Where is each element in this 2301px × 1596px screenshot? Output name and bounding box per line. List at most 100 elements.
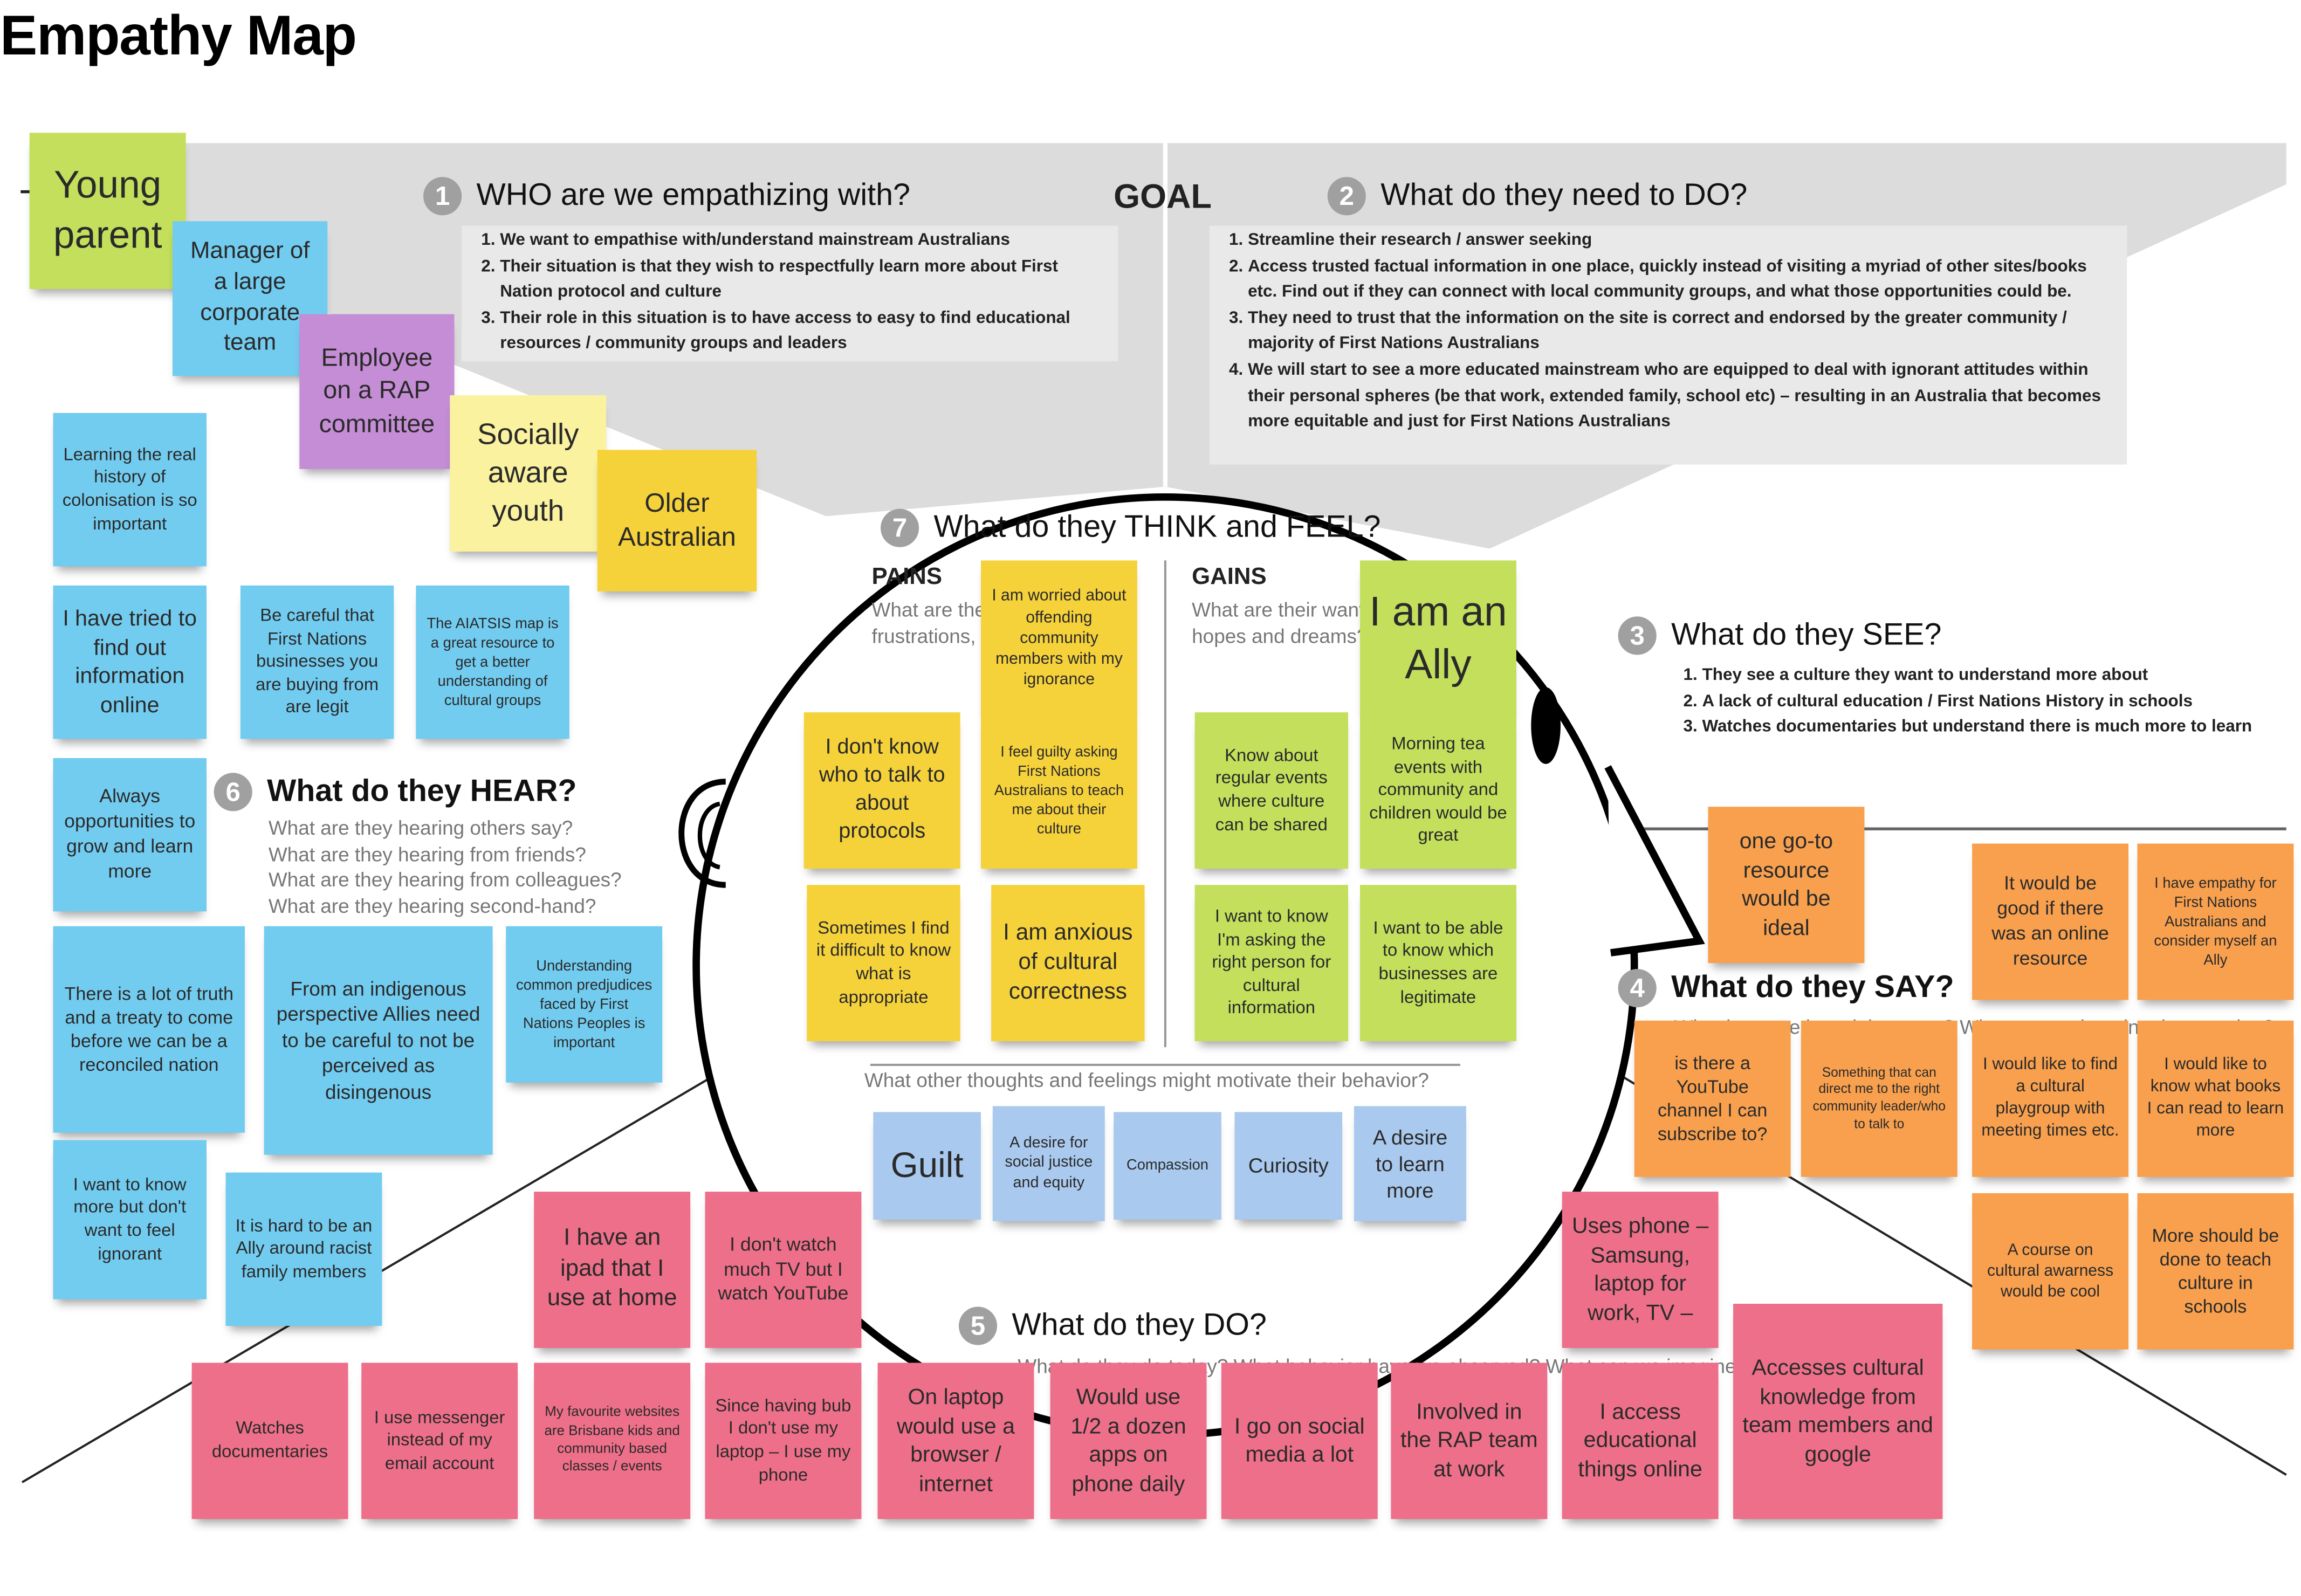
sticky-note-ipad[interactable]: I have an ipad that I use at home (534, 1192, 691, 1349)
sticky-note-text: A course on cultural awarness would be c… (1987, 1241, 2114, 1301)
sticky-note-text: one go-to resource would be ideal (1739, 829, 1833, 940)
nose-icon (1604, 765, 1705, 957)
sticky-note-text: Socially aware youth (477, 418, 579, 528)
sticky-note-fav-websites[interactable]: My favourite websites are Brisbane kids … (534, 1363, 691, 1519)
sticky-note-text: It would be good if there was an online … (1991, 872, 2109, 969)
sticky-note-aiatsis[interactable]: The AIATSIS map is a great resource to g… (416, 585, 569, 739)
sticky-note-documentaries[interactable]: Watches documentaries (191, 1363, 348, 1519)
see-list: They see a culture they want to understa… (1664, 661, 2276, 744)
sticky-note-morning-tea[interactable]: Morning tea events with community and ch… (1359, 712, 1516, 869)
sticky-note-feel-guilty[interactable]: I feel guilty asking First Nations Austr… (980, 712, 1137, 869)
sticky-note-go-to-resource[interactable]: one go-to resource would be ideal (1708, 807, 1865, 964)
sticky-note-learning-history[interactable]: Learning the real history of colonisatio… (53, 412, 207, 567)
need-do-title: What do they need to DO? (1380, 178, 1748, 212)
hear-heading: 6 What do they HEAR? (214, 773, 577, 811)
ear-icon (678, 779, 726, 888)
say-title: What do they SAY? (1671, 970, 1954, 1005)
sticky-note-social-media[interactable]: I go on social media a lot (1221, 1363, 1378, 1519)
step-number: 5 (958, 1306, 998, 1345)
sticky-note-young-parent[interactable]: Young parent (29, 133, 186, 290)
who-item: Their situation is that they wish to res… (500, 254, 1106, 306)
page-title: Empathy Map (0, 5, 357, 68)
sticky-note-apps-daily[interactable]: Would use 1/2 a dozen apps on phone dail… (1050, 1363, 1207, 1519)
see-heading: 3 What do they SEE? (1618, 616, 1941, 655)
step-number: 7 (880, 508, 919, 547)
motivate-prompt: What other thoughts and feelings might m… (864, 1069, 1429, 1092)
step-number: 2 (1327, 177, 1366, 216)
do-title: What do they DO? (1012, 1308, 1267, 1343)
sticky-note-text: I have empathy for First Nations Austral… (2154, 875, 2277, 968)
sticky-note-regular-events[interactable]: Know about regular events where culture … (1194, 712, 1349, 869)
sticky-note-be-careful[interactable]: Be careful that First Nations businesses… (240, 585, 394, 739)
sticky-note-want-know-more[interactable]: I want to know more but don't want to fe… (53, 1140, 207, 1299)
need-do-item: Access trusted factual information in on… (1248, 254, 2115, 306)
sticky-note-text: Understanding common predjudices faced b… (516, 958, 652, 1051)
sticky-note-always-opps[interactable]: Always opportunities to grow and learn m… (53, 758, 207, 912)
sticky-note-text: Know about regular events where culture … (1215, 744, 1328, 835)
sticky-note-worried[interactable]: I am worried about offending community m… (980, 560, 1137, 717)
sticky-note-text: Involved in the RAP team at work (1400, 1399, 1538, 1482)
sticky-note-text: Learning the real history of colonisatio… (62, 443, 197, 534)
sticky-note-schools[interactable]: More should be done to teach culture in … (2137, 1193, 2294, 1350)
eye-icon (1531, 687, 1561, 764)
think-heading: 7 What do they THINK and FEEL? (880, 508, 1381, 547)
sticky-note-legit-businesses[interactable]: I want to be able to know which business… (1359, 885, 1516, 1042)
sticky-note-prejudices[interactable]: Understanding common predjudices faced b… (506, 926, 663, 1083)
sticky-note-messenger[interactable]: I use messenger instead of my email acco… (361, 1363, 518, 1519)
hear-prompts: What are they hearing others say? What a… (269, 816, 622, 919)
sticky-note-guilt[interactable]: Guilt (873, 1112, 981, 1220)
hear-prompt: What are they hearing second-hand? (268, 894, 596, 917)
sticky-note-right-person[interactable]: I want to know I'm asking the right pers… (1194, 885, 1349, 1042)
sticky-note-text: I want to know more but don't want to fe… (73, 1173, 187, 1264)
sticky-note-tried-online[interactable]: I have tried to find out information onl… (53, 585, 207, 739)
sticky-note-older-australian[interactable]: Older Australian (597, 450, 757, 591)
need-do-item: They need to trust that the information … (1248, 306, 2115, 358)
sticky-note-text: More should be done to teach culture in … (2152, 1224, 2279, 1318)
sticky-note-since-bub[interactable]: Since having bub I don't use my laptop –… (705, 1363, 862, 1519)
sticky-note-socially-aware[interactable]: Socially aware youth (450, 395, 607, 552)
sticky-note-dont-know-who[interactable]: I don't know who to talk to about protoc… (803, 712, 960, 869)
sticky-note-text: From an indigenous perspective Allies ne… (276, 977, 480, 1103)
sticky-note-text: Something that can direct me to the righ… (1812, 1064, 1946, 1131)
sticky-note-books[interactable]: I would like to know what books I can re… (2137, 1020, 2294, 1177)
sticky-note-i-am-ally[interactable]: I am an Ally (1359, 560, 1516, 717)
sticky-note-text: Guilt (890, 1146, 964, 1186)
sticky-note-rap-team[interactable]: Involved in the RAP team at work (1391, 1363, 1548, 1519)
see-item: A lack of cultural education / First Nat… (1702, 690, 2264, 716)
sticky-note-youtube-channel[interactable]: is there a YouTube channel I can subscri… (1634, 1020, 1791, 1177)
gains-label: GAINS (1192, 565, 1267, 590)
who-heading: 1 WHO are we empathizing with? (423, 177, 910, 216)
see-item: They see a culture they want to understa… (1702, 664, 2264, 690)
sticky-note-cultural-knowledge[interactable]: Accesses cultural knowledge from team me… (1733, 1304, 1943, 1519)
sticky-note-sometimes-difficult[interactable]: Sometimes I find it difficult to know wh… (807, 885, 960, 1042)
sticky-note-empathy-ally[interactable]: I have empathy for First Nations Austral… (2137, 843, 2294, 1000)
sticky-note-text: Manager of a large corporate team (190, 238, 310, 356)
hear-prompt: What are they hearing from friends? (268, 843, 586, 865)
sticky-note-access-edu[interactable]: I access educational things online (1562, 1363, 1719, 1519)
sticky-note-youtube-tv[interactable]: I don't watch much TV but I watch YouTub… (705, 1192, 862, 1349)
sticky-note-text: I use messenger instead of my email acco… (374, 1406, 505, 1474)
sticky-note-text: The AIATSIS map is a great resource to g… (427, 615, 559, 709)
sticky-note-course[interactable]: A course on cultural awarness would be c… (1972, 1193, 2129, 1350)
sticky-note-desire-learn[interactable]: A desire to learn more (1354, 1106, 1466, 1221)
sticky-note-playgroup[interactable]: I would like to find a cultural playgrou… (1972, 1020, 2129, 1177)
hear-prompt: What are they hearing others say? (268, 817, 573, 840)
sticky-note-direct-leader[interactable]: Something that can direct me to the righ… (1801, 1020, 1957, 1177)
sticky-note-text: I access educational things online (1578, 1399, 1702, 1482)
sticky-note-indigenous-perspective[interactable]: From an indigenous perspective Allies ne… (264, 926, 493, 1155)
sticky-note-uses-phone[interactable]: Uses phone – Samsung, laptop for work, T… (1562, 1192, 1719, 1349)
sticky-note-curiosity[interactable]: Curiosity (1234, 1112, 1343, 1220)
sticky-note-anxious[interactable]: I am anxious of cultural correctness (991, 885, 1145, 1042)
sticky-note-text: I want to be able to know which business… (1373, 917, 1503, 1007)
sticky-note-truth-treaty[interactable]: There is a lot of truth and a treaty to … (53, 926, 245, 1133)
sticky-note-online-resource[interactable]: It would be good if there was an online … (1972, 843, 2129, 1000)
sticky-note-social-justice[interactable]: A desire for social justice and equity (992, 1106, 1105, 1221)
sticky-note-compassion[interactable]: Compassion (1114, 1112, 1221, 1220)
do-heading: 5 What do they DO? (958, 1306, 1267, 1345)
sticky-note-hard-ally[interactable]: It is hard to be an Ally around racist f… (225, 1172, 382, 1326)
who-item: Their role in this situation is to have … (500, 306, 1106, 358)
sticky-note-text: It is hard to be an Ally around racist f… (235, 1214, 373, 1282)
sticky-note-text: is there a YouTube channel I can subscri… (1657, 1052, 1768, 1145)
sticky-note-laptop-browser[interactable]: On laptop would use a browser / internet (877, 1363, 1034, 1519)
sticky-note-employee-rap[interactable]: Employee on a RAP committee (299, 314, 455, 469)
